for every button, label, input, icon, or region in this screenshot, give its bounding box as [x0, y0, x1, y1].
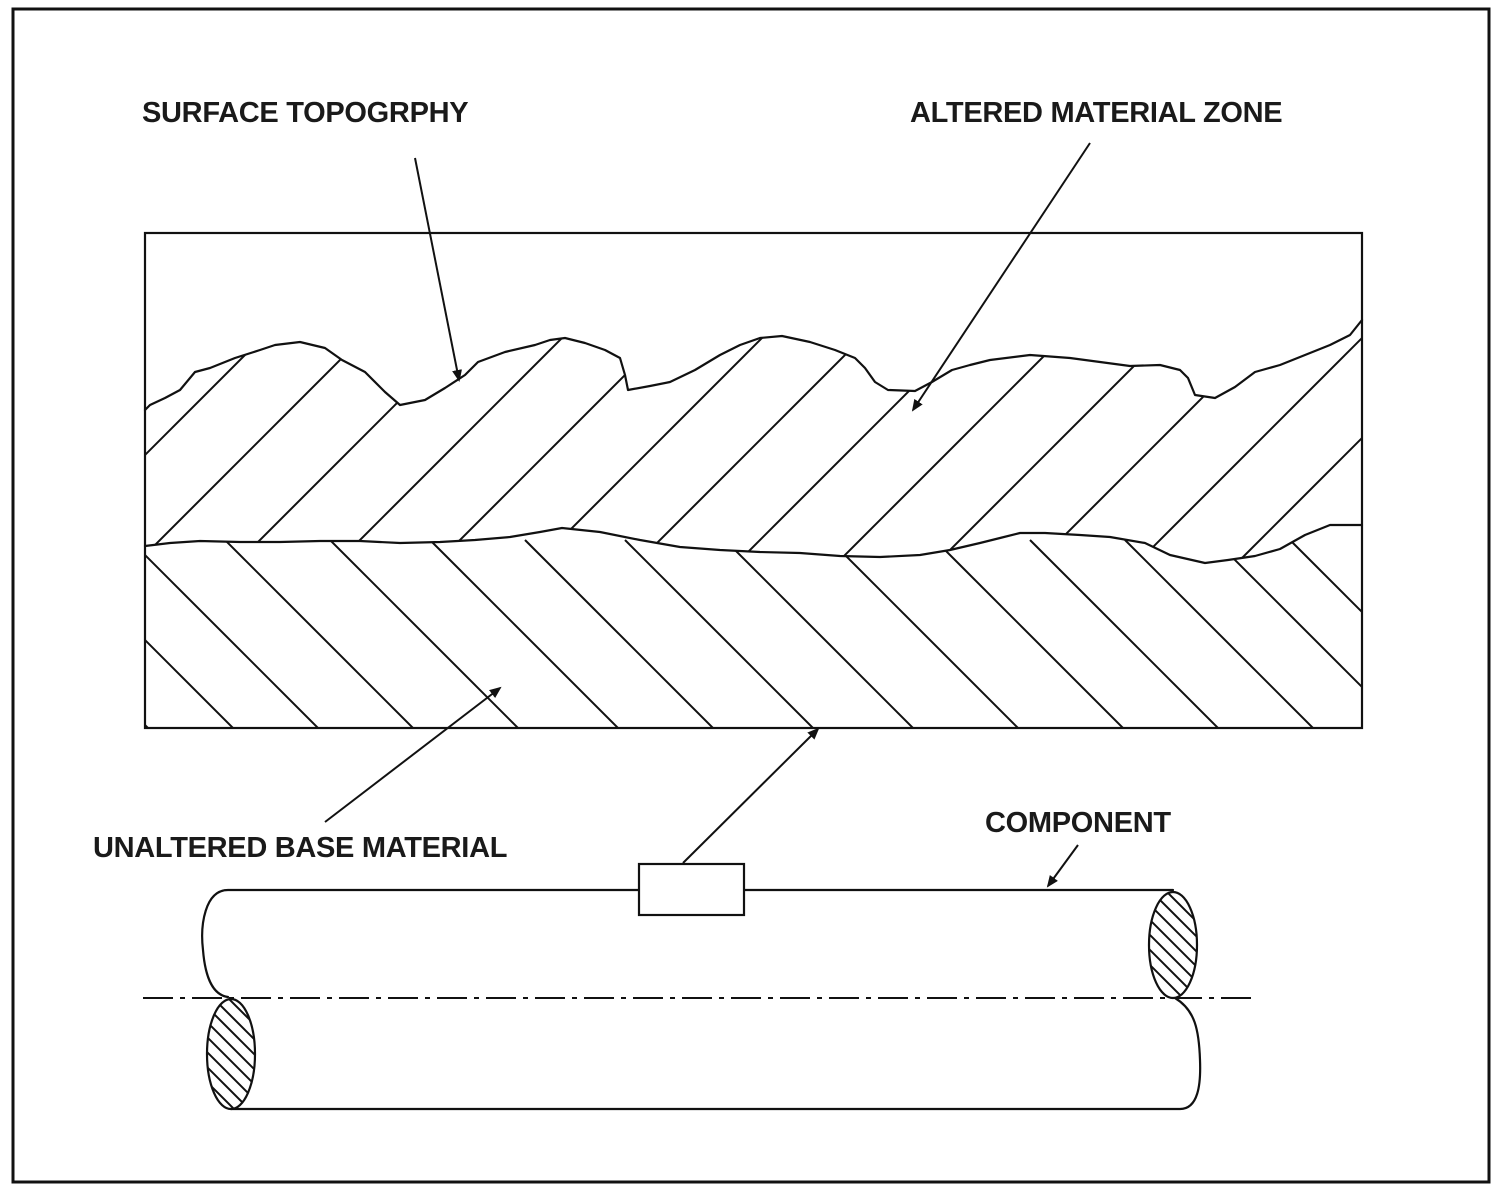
cross-section-box [143, 231, 1364, 730]
magnification-arrow [682, 727, 820, 864]
sample-location-box [637, 862, 746, 917]
component-bar [143, 862, 1255, 1111]
outer-frame [11, 7, 1491, 1184]
altered-zone-interface-line [143, 523, 1364, 565]
surface-profile-line [143, 318, 1364, 412]
component-arrow [1046, 844, 1079, 888]
altered-zone-arrow [911, 142, 1091, 412]
base-material-arrow [324, 686, 502, 823]
label-altered-material-zone: ALTERED MATERIAL ZONE [910, 97, 1282, 129]
left-end-hatching [207, 999, 255, 1109]
altered-zone-hatching [145, 320, 1362, 561]
base-material-hatching [145, 539, 1362, 728]
label-unaltered-base-material: UNALTERED BASE MATERIAL [93, 832, 507, 864]
label-component: COMPONENT [985, 807, 1171, 839]
component-lower-half [229, 996, 1202, 1111]
label-surface-topography: SURFACE TOPOGRPHY [142, 97, 468, 129]
surface-topography-arrow [414, 157, 462, 382]
